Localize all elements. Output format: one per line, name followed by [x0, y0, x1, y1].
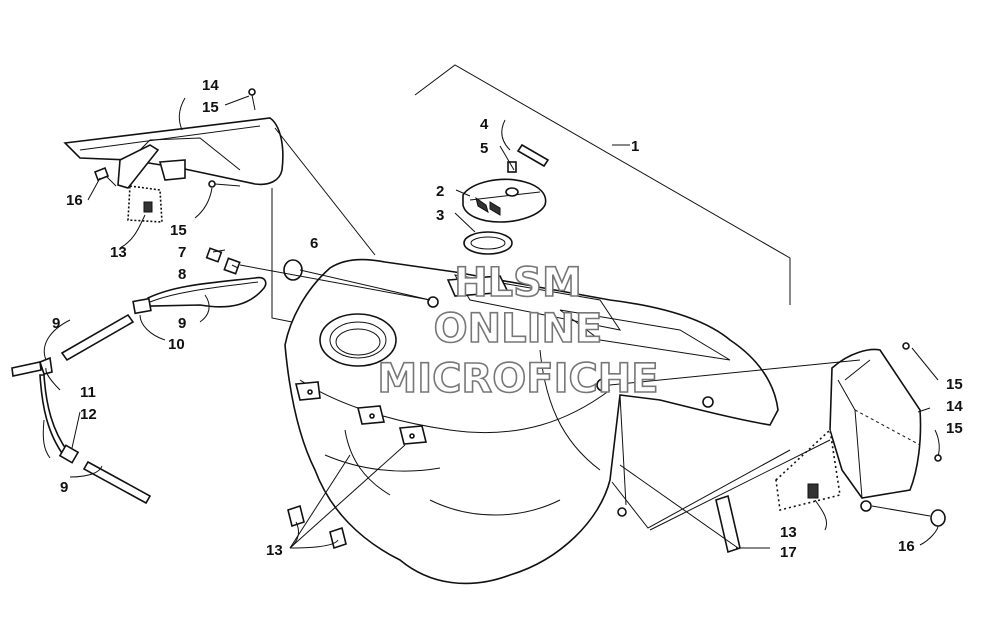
callout-15-d: 15: [946, 420, 963, 437]
watermark-line-2: ONLINE: [434, 306, 603, 352]
left-side-panel: [63, 88, 284, 223]
leader-lines: [42, 95, 940, 549]
callout-13-a: 13: [110, 244, 127, 261]
cap-tether: [507, 143, 550, 173]
callout-16-b: 16: [898, 538, 915, 555]
callout-3: 3: [436, 207, 444, 224]
callout-14-a: 14: [202, 77, 219, 94]
grommet: [283, 259, 303, 281]
callout-1: 1: [631, 138, 639, 155]
callout-10: 10: [168, 336, 185, 353]
callout-9-a: 9: [52, 315, 60, 332]
watermark-line-1: HLSM: [454, 260, 582, 306]
watermark: HLSM ONLINE MICROFICHE: [377, 259, 660, 403]
vent-fitting: [205, 247, 241, 275]
callout-12: 12: [80, 406, 97, 423]
callout-4: 4: [480, 116, 489, 133]
callout-16-a: 16: [66, 192, 83, 209]
callout-2: 2: [436, 183, 444, 200]
callout-9-b: 9: [178, 315, 186, 332]
callout-13-c: 13: [780, 524, 797, 541]
callout-5: 5: [480, 140, 488, 157]
watermark-line-3: MICROFICHE: [377, 356, 658, 402]
callout-8: 8: [178, 266, 186, 283]
callout-15-b: 15: [170, 222, 187, 239]
callout-6: 6: [310, 235, 318, 252]
right-side-panel: [775, 342, 946, 527]
callout-17: 17: [780, 544, 797, 561]
cap-gasket: [463, 231, 513, 255]
fuel-cap: [462, 178, 547, 223]
callout-15-c: 15: [946, 376, 963, 393]
callout-15-a: 15: [202, 99, 219, 116]
callout-9-c: 9: [60, 479, 68, 496]
fuel-tank: [284, 258, 779, 585]
callout-11: 11: [80, 384, 96, 401]
assembly-bracket-1: [414, 64, 791, 529]
callout-14-b: 14: [946, 398, 963, 415]
fuel-level-decal: [715, 494, 741, 554]
vent-hoses: [11, 276, 267, 505]
callout-13-b: 13: [266, 542, 283, 559]
callout-7: 7: [178, 244, 186, 261]
callout-labels: 1 2 3 4 5 6 7 8 9 9 9 10 11 12 13 13 13 …: [52, 77, 963, 561]
